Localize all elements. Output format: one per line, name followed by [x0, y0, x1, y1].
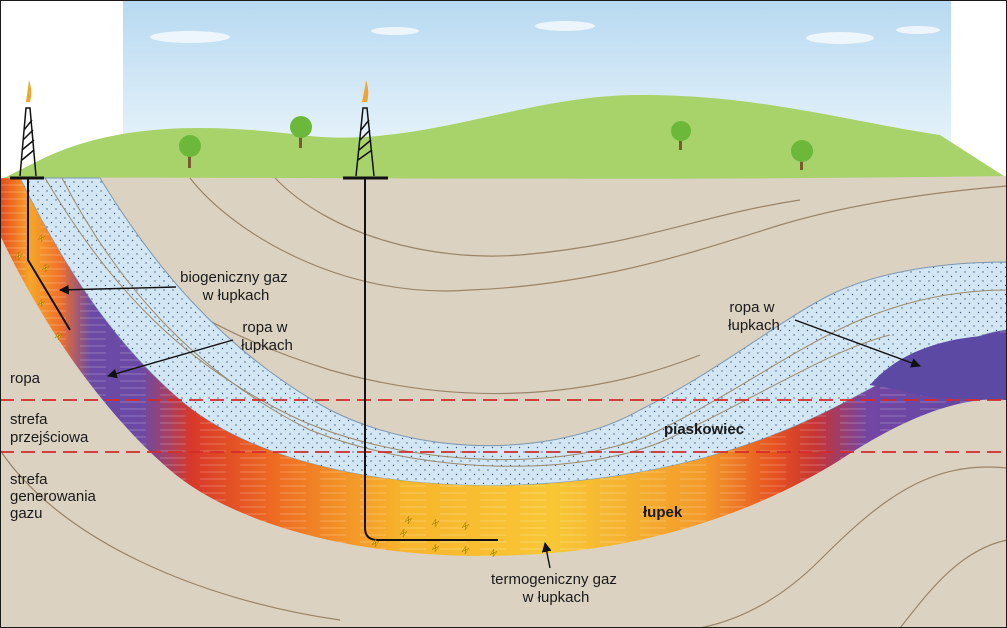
annotation-arrows: [59, 284, 921, 569]
label-sandstone: piaskowiec: [664, 421, 744, 438]
tree-icon: [791, 140, 813, 170]
clouds: [150, 21, 940, 44]
grass-hill: [0, 95, 1007, 180]
tree-icon: [290, 116, 312, 148]
label-oil-in-shale-left: ropa w łupkach: [241, 319, 293, 354]
drilling-rig-icon: [343, 80, 388, 180]
fracture-icons: [14, 233, 498, 558]
label-oil-in-shale-right: ropa w łupkach: [728, 299, 780, 334]
well-left: [27, 178, 71, 331]
label-zone-gas-generation: strefa generowania gazu: [10, 471, 100, 522]
label-zone-oil: ropa: [10, 370, 41, 387]
label-shale: łupek: [643, 504, 683, 521]
label-thermogenic-gas: termogeniczny gaz w łupkach: [491, 571, 621, 606]
well-center: [364, 178, 498, 541]
tree-icon: [671, 121, 691, 150]
tree-icon: [179, 135, 201, 168]
label-biogenic-gas: biogeniczny gaz w łupkach: [180, 269, 292, 304]
label-zone-transition: strefa przejściowa: [10, 411, 89, 446]
